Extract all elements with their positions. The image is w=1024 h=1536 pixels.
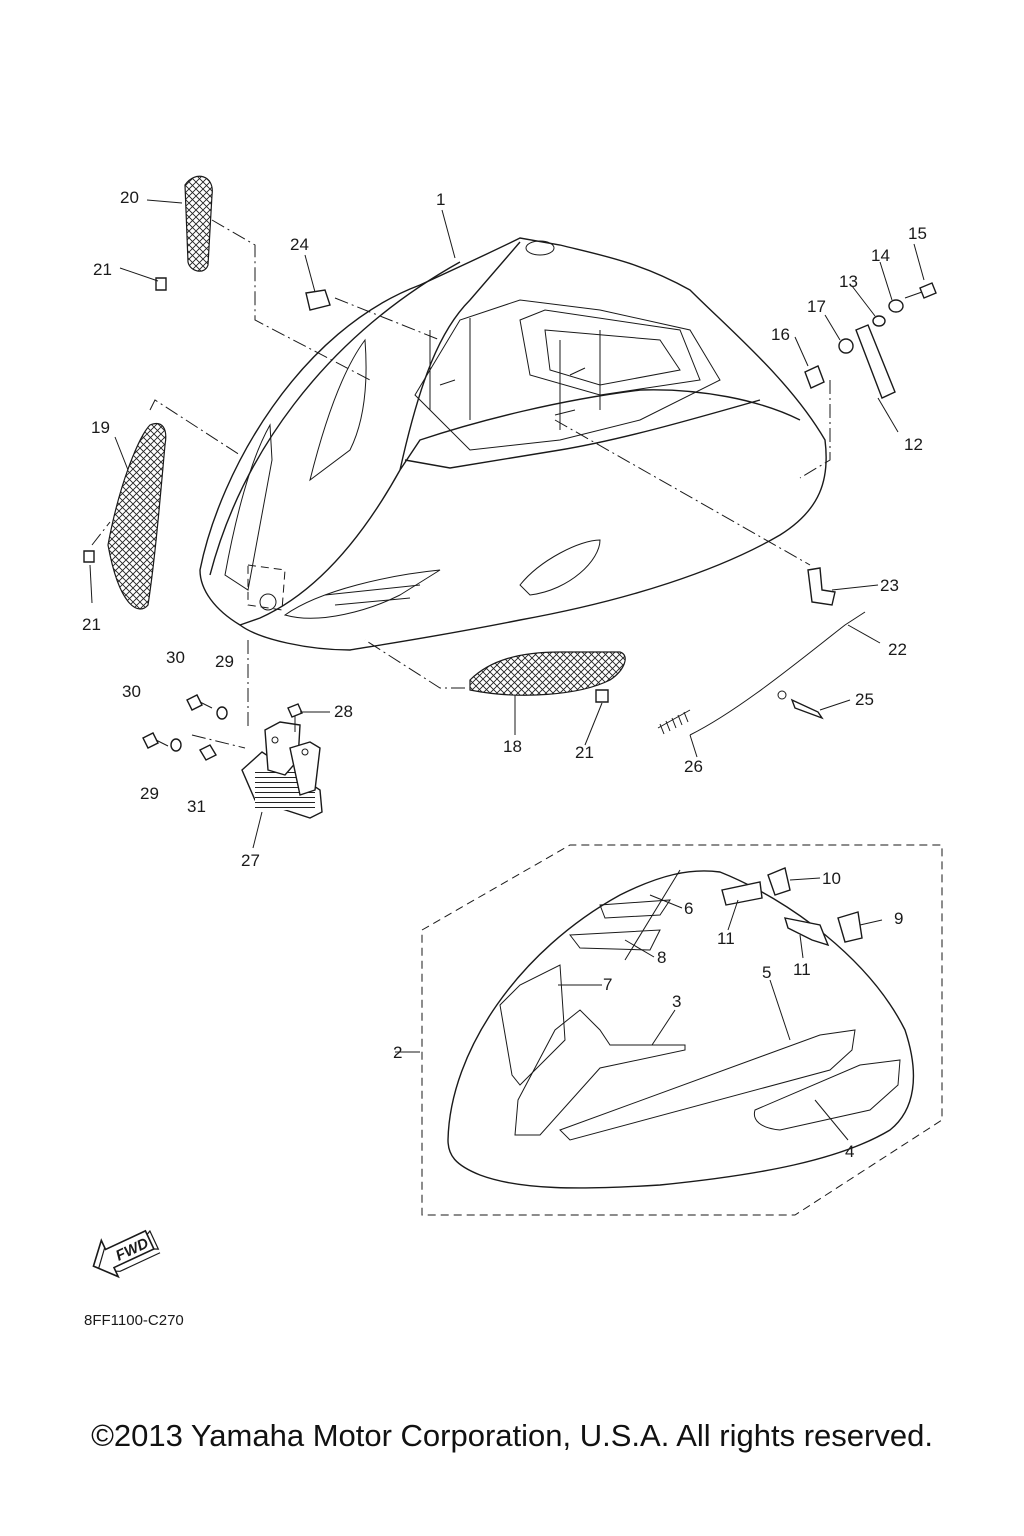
- drawing-code: 8FF1100-C270: [84, 1312, 184, 1329]
- bracket-assembly: [241, 721, 323, 819]
- callout-21c: 21: [575, 743, 594, 762]
- callout-18: 18: [503, 737, 522, 756]
- callout-9: 9: [894, 909, 903, 928]
- callout-26: 26: [684, 757, 703, 776]
- callout-1: 1: [436, 190, 445, 209]
- screen-18: [469, 651, 626, 696]
- fwd-arrow-icon: FWD: [92, 1229, 161, 1279]
- leader-lines: [89, 199, 925, 1141]
- callout-31: 31: [187, 797, 206, 816]
- callout-16: 16: [771, 325, 790, 344]
- emblem-11b: [783, 917, 830, 947]
- callout-labels: 1 2 3 4 5 6 7 8 9 10 11 11 12 13 14 15 1…: [82, 188, 927, 1161]
- callout-28: 28: [334, 702, 353, 721]
- callout-21b: 21: [82, 615, 101, 634]
- callout-8: 8: [657, 948, 666, 967]
- callout-15: 15: [908, 224, 927, 243]
- callout-17: 17: [807, 297, 826, 316]
- callout-3: 3: [672, 992, 681, 1011]
- callout-11b: 11: [793, 960, 811, 979]
- callout-27: 27: [241, 851, 260, 870]
- callout-30a: 30: [166, 648, 185, 667]
- emblem-10: [767, 867, 791, 896]
- callout-6: 6: [684, 899, 693, 918]
- callout-29b: 29: [140, 784, 159, 803]
- assembly-lines: [91, 219, 831, 749]
- callout-2: 2: [393, 1043, 402, 1062]
- callout-11a: 11: [717, 929, 735, 948]
- callout-10: 10: [822, 869, 841, 888]
- emblem-11a: [721, 881, 763, 906]
- callout-30b: 30: [122, 682, 141, 701]
- graphic-set: [421, 844, 943, 1216]
- callout-7: 7: [603, 975, 612, 994]
- front-hood: [199, 237, 827, 651]
- callout-22: 22: [888, 640, 907, 659]
- callout-13: 13: [839, 272, 858, 291]
- callout-12: 12: [904, 435, 923, 454]
- callout-19: 19: [91, 418, 110, 437]
- callout-23: 23: [880, 576, 899, 595]
- callout-24: 24: [290, 235, 309, 254]
- screen-20: [184, 175, 213, 272]
- callout-29a: 29: [215, 652, 234, 671]
- callout-5: 5: [762, 963, 771, 982]
- callout-21a: 21: [93, 260, 112, 279]
- callout-20: 20: [120, 188, 139, 207]
- callout-14: 14: [871, 246, 890, 265]
- screen-19: [107, 423, 167, 610]
- emblem-9: [837, 911, 863, 943]
- callout-4: 4: [845, 1142, 854, 1161]
- callout-25: 25: [855, 690, 874, 709]
- hardware: [83, 277, 937, 761]
- copyright-notice: ©2013 Yamaha Motor Corporation, U.S.A. A…: [91, 1418, 933, 1453]
